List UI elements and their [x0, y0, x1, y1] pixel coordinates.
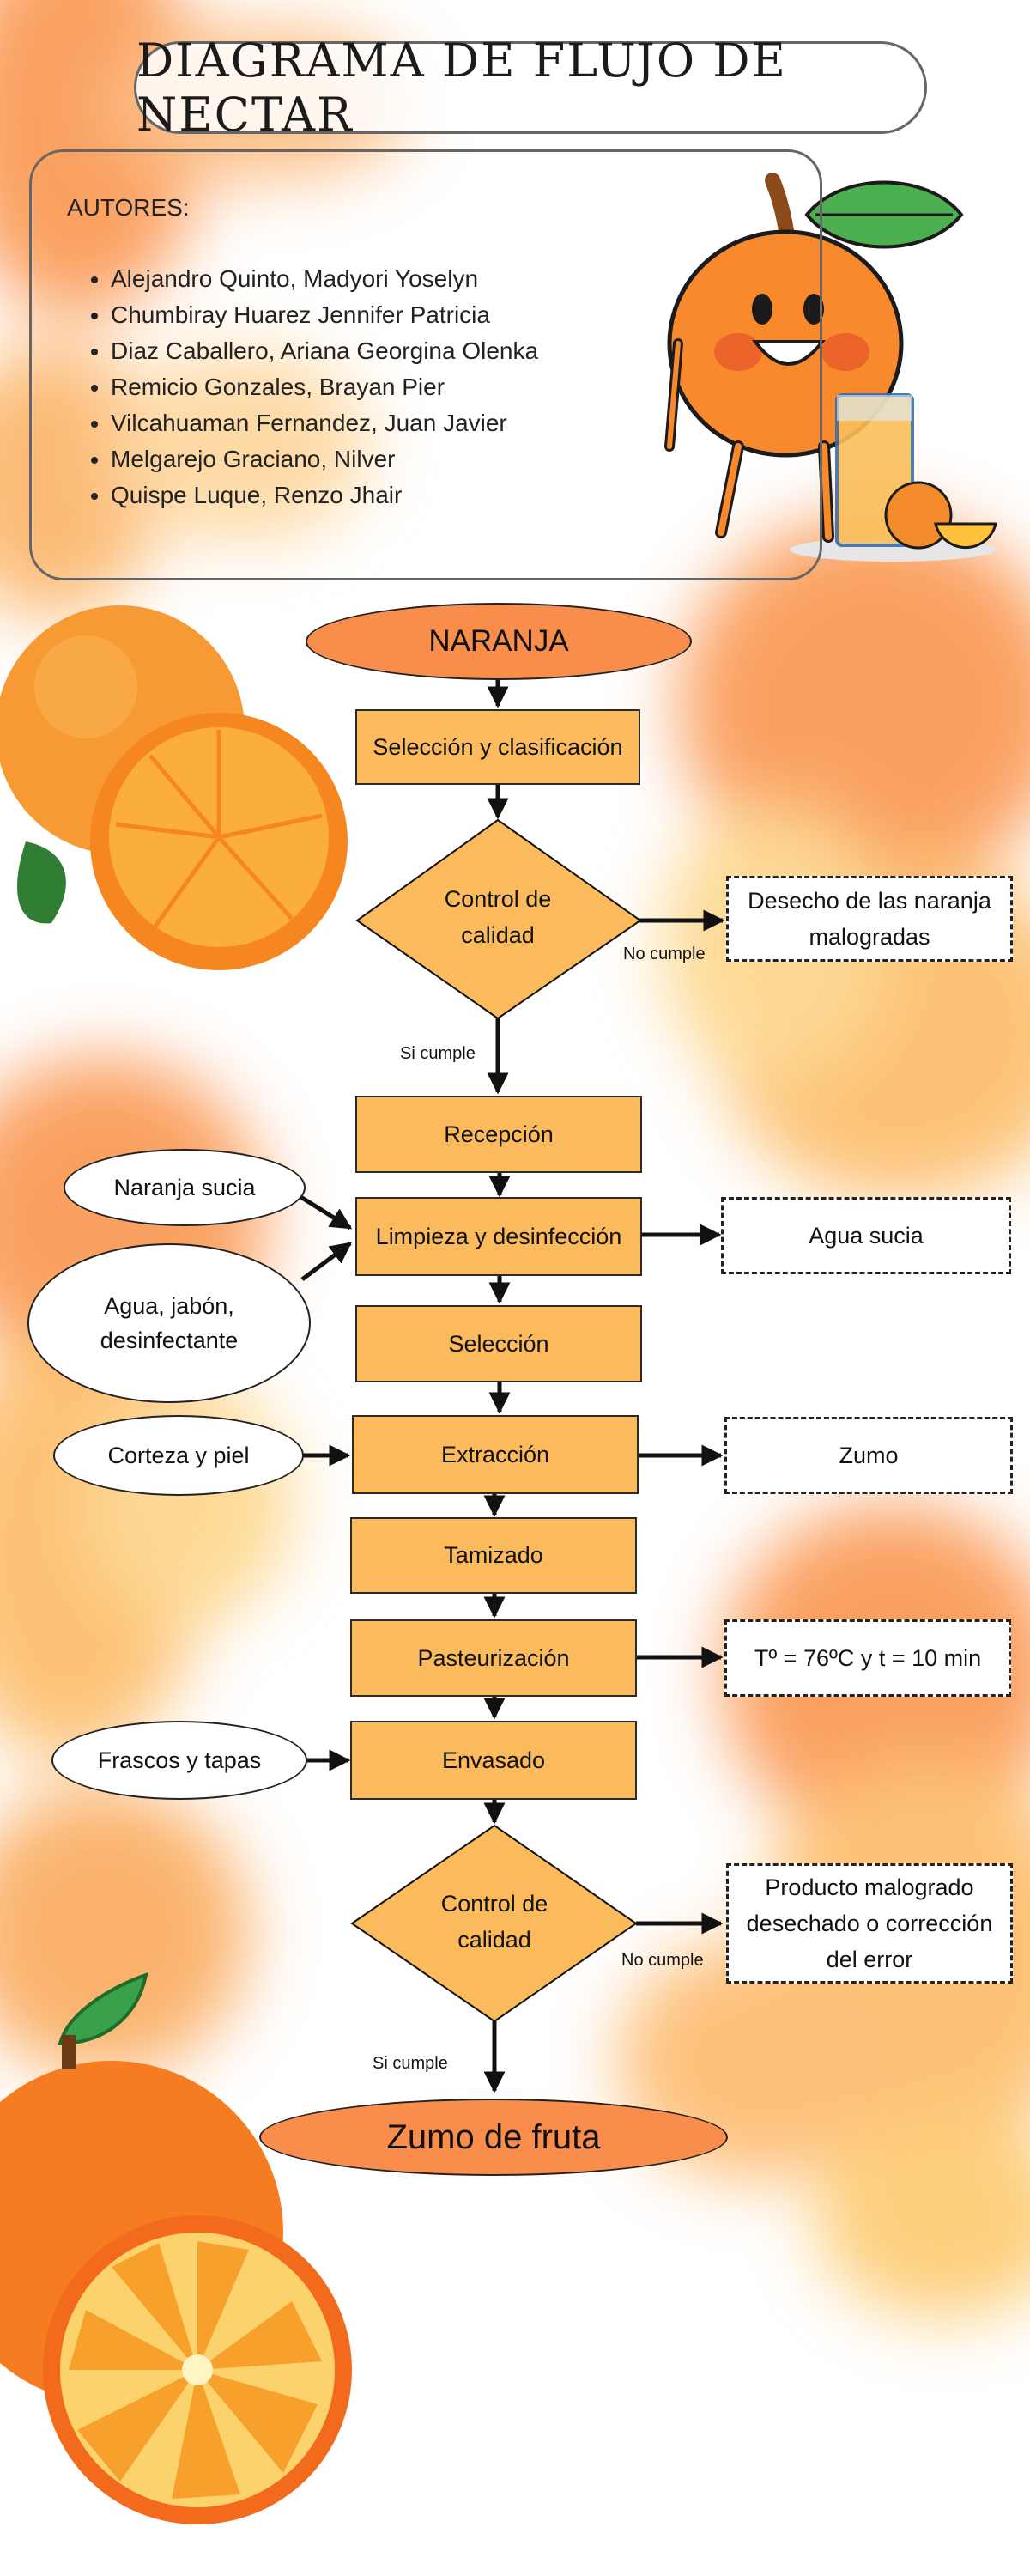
decision-diamond [350, 1824, 638, 2023]
step-recepcion: Recepción [355, 1096, 642, 1173]
author-item: Melgarejo Graciano, Nilver [111, 441, 538, 477]
author-item: Chumbiray Huarez Jennifer Patricia [111, 297, 538, 333]
authors-panel [29, 149, 822, 580]
output-producto-malogrado: Producto malogrado desechado o correcció… [726, 1863, 1013, 1984]
edge-label-si-cumple: Si cumple [400, 1044, 476, 1063]
page-title: DIAGRAMA DE FLUJO DE NECTAR [136, 33, 787, 142]
input-corteza: Corteza y piel [53, 1415, 304, 1496]
start-node-label: NARANJA [428, 624, 569, 658]
output-agua-sucia: Agua sucia [721, 1197, 1011, 1274]
edge-label-no-cumple: No cumple [621, 1951, 704, 1970]
step-limpieza: Limpieza y desinfección [355, 1197, 642, 1276]
input-frascos: Frascos y tapas [52, 1721, 307, 1800]
authors-label: AUTORES: [67, 194, 190, 221]
decision-label: Control de calidad [444, 886, 552, 948]
step-extraccion: Extracción [352, 1415, 639, 1494]
step-seleccion-clasificacion: Selección y clasificación [355, 709, 640, 785]
author-item: Diaz Caballero, Ariana Georgina Olenka [111, 333, 538, 369]
step-seleccion: Selección [355, 1305, 642, 1382]
orange-fruit-illustration-bottom [0, 1972, 352, 2524]
author-item: Alejandro Quinto, Madyori Yoselyn [111, 261, 538, 297]
decision-label: Control de calidad [440, 1891, 548, 1953]
title-banner: DIAGRAMA DE FLUJO DE NECTAR [134, 33, 927, 142]
step-tamizado: Tamizado [350, 1517, 637, 1594]
author-item: Quispe Luque, Renzo Jhair [111, 477, 538, 513]
authors-list: Alejandro Quinto, Madyori Yoselyn Chumbi… [82, 261, 538, 513]
input-naranja-sucia: Naranja sucia [64, 1149, 306, 1226]
edge-label-si-cumple: Si cumple [373, 2054, 448, 2073]
step-envasado: Envasado [350, 1721, 637, 1800]
output-desecho: Desecho de las naranja malogradas [726, 876, 1013, 962]
end-node-label: Zumo de fruta [386, 2117, 601, 2156]
orange-mascot-illustration [664, 173, 997, 562]
input-agua-jabon: Agua, jabón, desinfectante [27, 1243, 311, 1403]
output-zumo: Zumo [724, 1417, 1013, 1494]
decision-diamond [355, 818, 642, 1020]
edge-label-no-cumple: No cumple [623, 945, 706, 963]
end-node: Zumo de fruta [259, 2099, 728, 2176]
author-item: Remicio Gonzales, Brayan Pier [111, 369, 538, 405]
start-node: NARANJA [306, 603, 692, 680]
step-pasteurizacion: Pasteurización [350, 1619, 637, 1697]
author-item: Vilcahuaman Fernandez, Juan Javier [111, 405, 538, 441]
output-parametros: Tº = 76ºC y t = 10 min [724, 1619, 1011, 1697]
orange-fruit-illustration-left [0, 605, 348, 970]
